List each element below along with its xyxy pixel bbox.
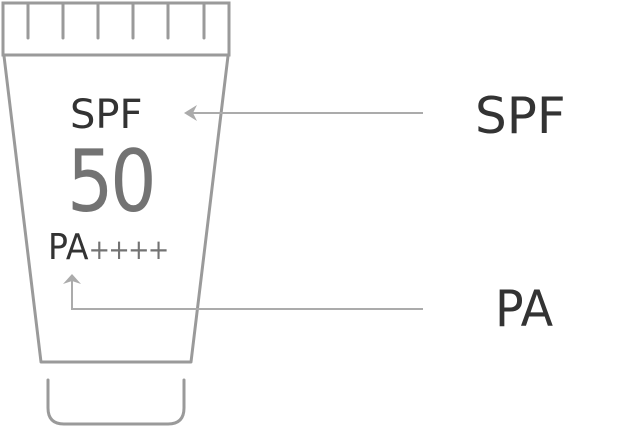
tube-pa-group: PA++++ [48, 227, 170, 268]
callout-pa-label: PA [495, 280, 554, 338]
spf-arrow [184, 105, 423, 121]
tube-cap [46, 378, 186, 426]
tube-pa-rating: ++++ [88, 233, 170, 266]
pa-arrow [63, 274, 423, 310]
tube-pa-label: PA [48, 227, 89, 268]
tube-crimp-end [1, 1, 231, 57]
tube-spf-value: 50 [67, 132, 157, 232]
tube-spf-label: SPF [70, 92, 143, 138]
tube-body [2, 55, 230, 364]
callout-spf-label: SPF [475, 87, 566, 145]
